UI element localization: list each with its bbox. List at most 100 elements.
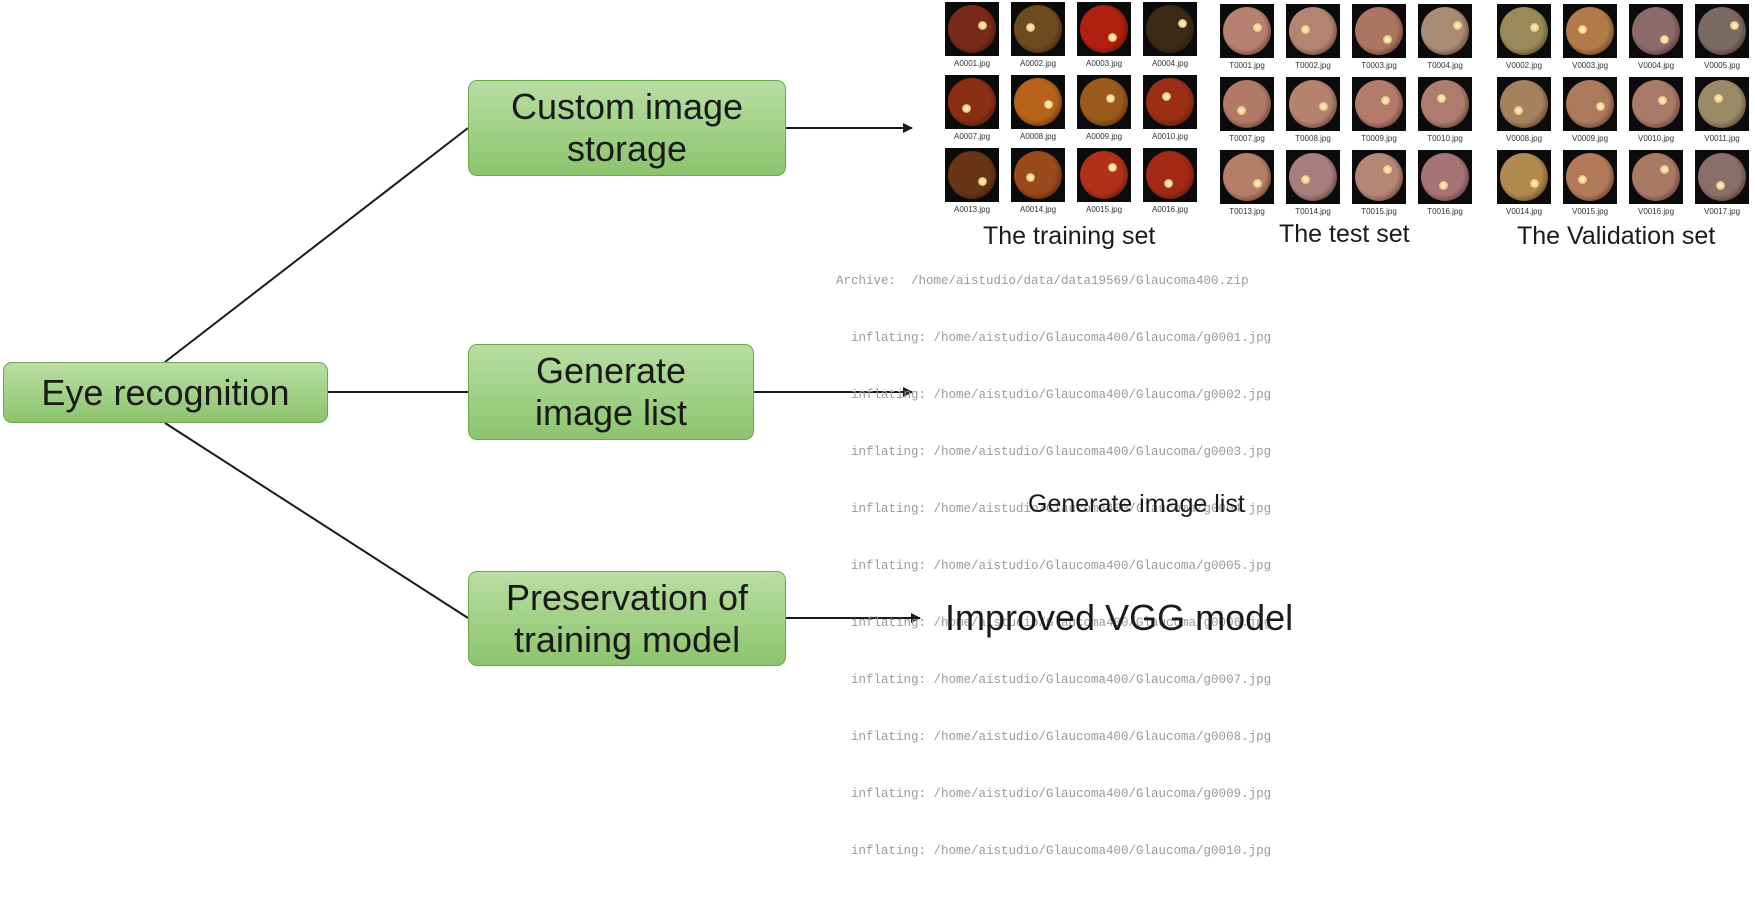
fundus-thumbnail: V0002.jpg — [1497, 4, 1551, 71]
fundus-filename: T0009.jpg — [1361, 134, 1397, 143]
optic-disc — [1437, 94, 1446, 103]
fundus-retina — [1500, 7, 1548, 55]
node-eye-recognition-label: Eye recognition — [41, 371, 290, 413]
fundus-filename: T0013.jpg — [1229, 207, 1265, 216]
fundus-filename: V0014.jpg — [1505, 207, 1543, 216]
optic-disc — [1730, 21, 1739, 30]
optic-disc — [1716, 181, 1725, 190]
fundus-retina — [1421, 153, 1469, 201]
fundus-image — [1077, 75, 1131, 129]
optic-disc — [1253, 179, 1262, 188]
fundus-image — [1563, 4, 1617, 58]
fundus-thumbnail: V0003.jpg — [1563, 4, 1617, 71]
unzip-log: Archive: /home/aistudio/data/data19569/G… — [836, 234, 1271, 899]
fundus-image — [1352, 150, 1406, 204]
fundus-retina — [1632, 80, 1680, 128]
fundus-filename: A0009.jpg — [1085, 132, 1123, 141]
fundus-image — [1352, 4, 1406, 58]
fundus-filename: V0016.jpg — [1637, 207, 1675, 216]
fundus-filename: A0003.jpg — [1085, 59, 1123, 68]
fundus-image — [1563, 150, 1617, 204]
fundus-image — [1077, 2, 1131, 56]
fundus-image — [1220, 150, 1274, 204]
optic-disc — [962, 104, 971, 113]
fundus-retina — [1698, 80, 1746, 128]
fundus-retina — [1566, 7, 1614, 55]
optic-disc — [1596, 102, 1605, 111]
fundus-retina — [1698, 153, 1746, 201]
optic-disc — [1439, 181, 1448, 190]
fundus-retina — [1500, 153, 1548, 201]
optic-disc — [978, 21, 987, 30]
fundus-filename: A0002.jpg — [1019, 59, 1057, 68]
fundus-image — [1011, 148, 1065, 202]
fundus-thumbnail: A0016.jpg — [1143, 148, 1197, 215]
optic-disc — [1106, 94, 1115, 103]
fundus-retina — [1566, 153, 1614, 201]
optic-disc — [1026, 23, 1035, 32]
fundus-filename: A0001.jpg — [953, 59, 991, 68]
fundus-filename: A0010.jpg — [1151, 132, 1189, 141]
optic-disc — [1237, 106, 1246, 115]
fundus-image — [1418, 77, 1472, 131]
fundus-thumbnail: V0004.jpg — [1629, 4, 1683, 71]
image-list-caption: Generate image list — [1028, 490, 1245, 518]
fundus-image — [1418, 4, 1472, 58]
fundus-image — [1497, 150, 1551, 204]
fundus-image — [945, 75, 999, 129]
fundus-filename: V0002.jpg — [1505, 61, 1543, 70]
fundus-thumbnail: V0005.jpg — [1695, 4, 1749, 71]
fundus-retina — [1146, 151, 1194, 199]
optic-disc — [1453, 21, 1462, 30]
fundus-filename: T0002.jpg — [1295, 61, 1331, 70]
log-line: inflating: /home/aistudio/Glaucoma400/Gl… — [836, 730, 1272, 744]
optic-disc — [1578, 175, 1587, 184]
fundus-thumbnail: A0008.jpg — [1011, 75, 1065, 142]
fundus-image — [1563, 77, 1617, 131]
optic-disc — [1301, 25, 1310, 34]
fundus-filename: T0014.jpg — [1295, 207, 1331, 216]
edge-root-to-storage — [164, 127, 469, 363]
fundus-filename: V0003.jpg — [1571, 61, 1609, 70]
fundus-thumbnail: T0008.jpg — [1286, 77, 1340, 144]
fundus-filename: T0001.jpg — [1229, 61, 1265, 70]
log-line: inflating: /home/aistudio/Glaucoma400/Gl… — [836, 388, 1272, 402]
fundus-filename: A0016.jpg — [1151, 205, 1189, 214]
fundus-filename: V0004.jpg — [1637, 61, 1675, 70]
fundus-filename: A0015.jpg — [1085, 205, 1123, 214]
optic-disc — [1658, 96, 1667, 105]
fundus-thumbnail: A0010.jpg — [1143, 75, 1197, 142]
fundus-thumbnail: T0007.jpg — [1220, 77, 1274, 144]
optic-disc — [1162, 92, 1171, 101]
fundus-image — [1629, 150, 1683, 204]
optic-disc — [1530, 179, 1539, 188]
node-storage-line-2: storage — [566, 128, 688, 169]
optic-disc — [1164, 179, 1173, 188]
optic-disc — [1178, 19, 1187, 28]
optic-disc — [1301, 175, 1310, 184]
fundus-thumbnail: A0004.jpg — [1143, 2, 1197, 69]
fundus-thumbnail: V0010.jpg — [1629, 77, 1683, 144]
fundus-image — [1497, 4, 1551, 58]
fundus-image — [1011, 75, 1065, 129]
optic-disc — [1660, 35, 1669, 44]
fundus-retina — [1146, 78, 1194, 126]
fundus-thumbnail: A0009.jpg — [1077, 75, 1131, 142]
optic-disc — [1381, 96, 1390, 105]
fundus-image — [1220, 77, 1274, 131]
fundus-image — [945, 2, 999, 56]
fundus-filename: A0013.jpg — [953, 205, 991, 214]
fundus-image — [1695, 4, 1749, 58]
log-archive-line: Archive: /home/aistudio/data/data19569/G… — [836, 274, 1249, 288]
fundus-filename: T0015.jpg — [1361, 207, 1397, 216]
fundus-filename: A0007.jpg — [953, 132, 991, 141]
fundus-thumbnail: A0014.jpg — [1011, 148, 1065, 215]
fundus-image — [1629, 4, 1683, 58]
fundus-retina — [1421, 80, 1469, 128]
fundus-filename: V0017.jpg — [1703, 207, 1741, 216]
fundus-retina — [1014, 5, 1062, 53]
optic-disc — [1108, 163, 1117, 172]
fundus-filename: V0005.jpg — [1703, 61, 1741, 70]
fundus-thumbnail: T0015.jpg — [1352, 150, 1406, 217]
node-preserve-line-2: training model — [513, 618, 741, 660]
